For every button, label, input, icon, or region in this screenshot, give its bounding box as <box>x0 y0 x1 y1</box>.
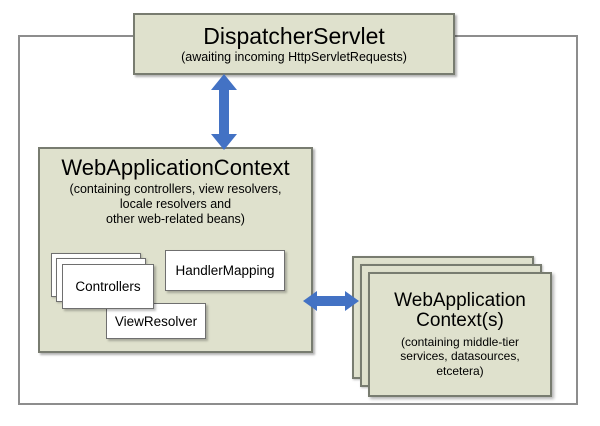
web-application-context-subtitle-line-3: other web-related beans) <box>106 211 245 226</box>
controllers-stack[interactable]: Controllers <box>51 253 155 315</box>
root-application-context-title-line-2: Context(s) <box>416 310 504 332</box>
view-resolver-label: ViewResolver <box>114 313 198 329</box>
controllers-label: Controllers <box>75 279 141 294</box>
web-application-context-subtitle-line-1: (containing controllers, view resolvers, <box>69 182 282 197</box>
arrow-webappcontext-to-rootcontext <box>303 287 359 315</box>
view-resolver-box[interactable]: ViewResolver <box>106 303 206 339</box>
dispatcher-servlet-subtitle: (awaiting incoming HttpServletRequests) <box>181 49 407 64</box>
handler-mapping-label: HandlerMapping <box>175 263 275 278</box>
web-application-context-header: WebApplicationContext (containing contro… <box>40 149 311 226</box>
root-application-context-stack[interactable]: WebApplication Context(s) (containing mi… <box>352 256 552 401</box>
root-application-context-subtitle: (containing middle-tier services, dataso… <box>400 335 519 377</box>
dispatcher-servlet-box[interactable]: DispatcherServlet (awaiting incoming Htt… <box>133 13 455 75</box>
web-application-context-subtitle-line-2: locale resolvers and <box>119 196 232 211</box>
root-application-context-subtitle-line-1: (containing middle-tier <box>400 335 520 350</box>
root-application-context-subtitle-line-2: services, datasources, <box>400 349 520 364</box>
controllers-box[interactable]: Controllers <box>62 264 154 309</box>
web-application-context-subtitle: (containing controllers, view resolvers,… <box>40 182 311 226</box>
root-application-context-title-line-1: WebApplication <box>394 290 526 312</box>
root-application-context-subtitle-line-3: etcetera) <box>436 363 484 378</box>
handler-mapping-box[interactable]: HandlerMapping <box>165 250 285 291</box>
dispatcher-servlet-title: DispatcherServlet <box>203 22 385 49</box>
root-application-context-box[interactable]: WebApplication Context(s) (containing mi… <box>368 272 552 397</box>
web-application-context-title: WebApplicationContext <box>61 155 290 180</box>
arrow-dispatcher-to-webappcontext <box>206 74 242 150</box>
